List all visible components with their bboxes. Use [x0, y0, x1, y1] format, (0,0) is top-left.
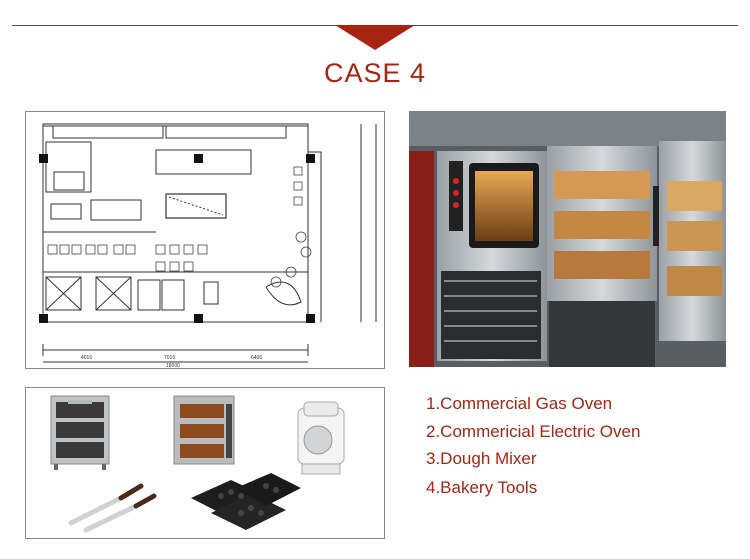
floor-plan-image: 4016 7016 6406 18000 [25, 111, 385, 369]
list-item: 4.Bakery Tools [426, 478, 538, 497]
list-item: 2.Commericial Electric Oven [426, 422, 641, 441]
products-image [25, 387, 385, 539]
plan-dimension-3: 6406 [251, 355, 262, 361]
header-chevron-icon [335, 25, 415, 50]
baking-trays-icon [191, 473, 301, 530]
case-title: CASE 4 [323, 58, 427, 88]
list-item: 3.Dough Mixer [426, 449, 537, 468]
kitchen-photo [409, 111, 726, 367]
gas-oven-icon [50, 395, 110, 470]
electric-oven-icon [173, 395, 235, 465]
spatula-tools-icon [68, 483, 157, 533]
plan-dimension-1: 4016 [81, 355, 92, 361]
list-item: 1.Commercial Gas Oven [426, 394, 613, 413]
plan-dimension-total: 18000 [166, 363, 180, 368]
plan-dimension-2: 7016 [164, 355, 175, 361]
dough-mixer-icon [297, 401, 345, 475]
